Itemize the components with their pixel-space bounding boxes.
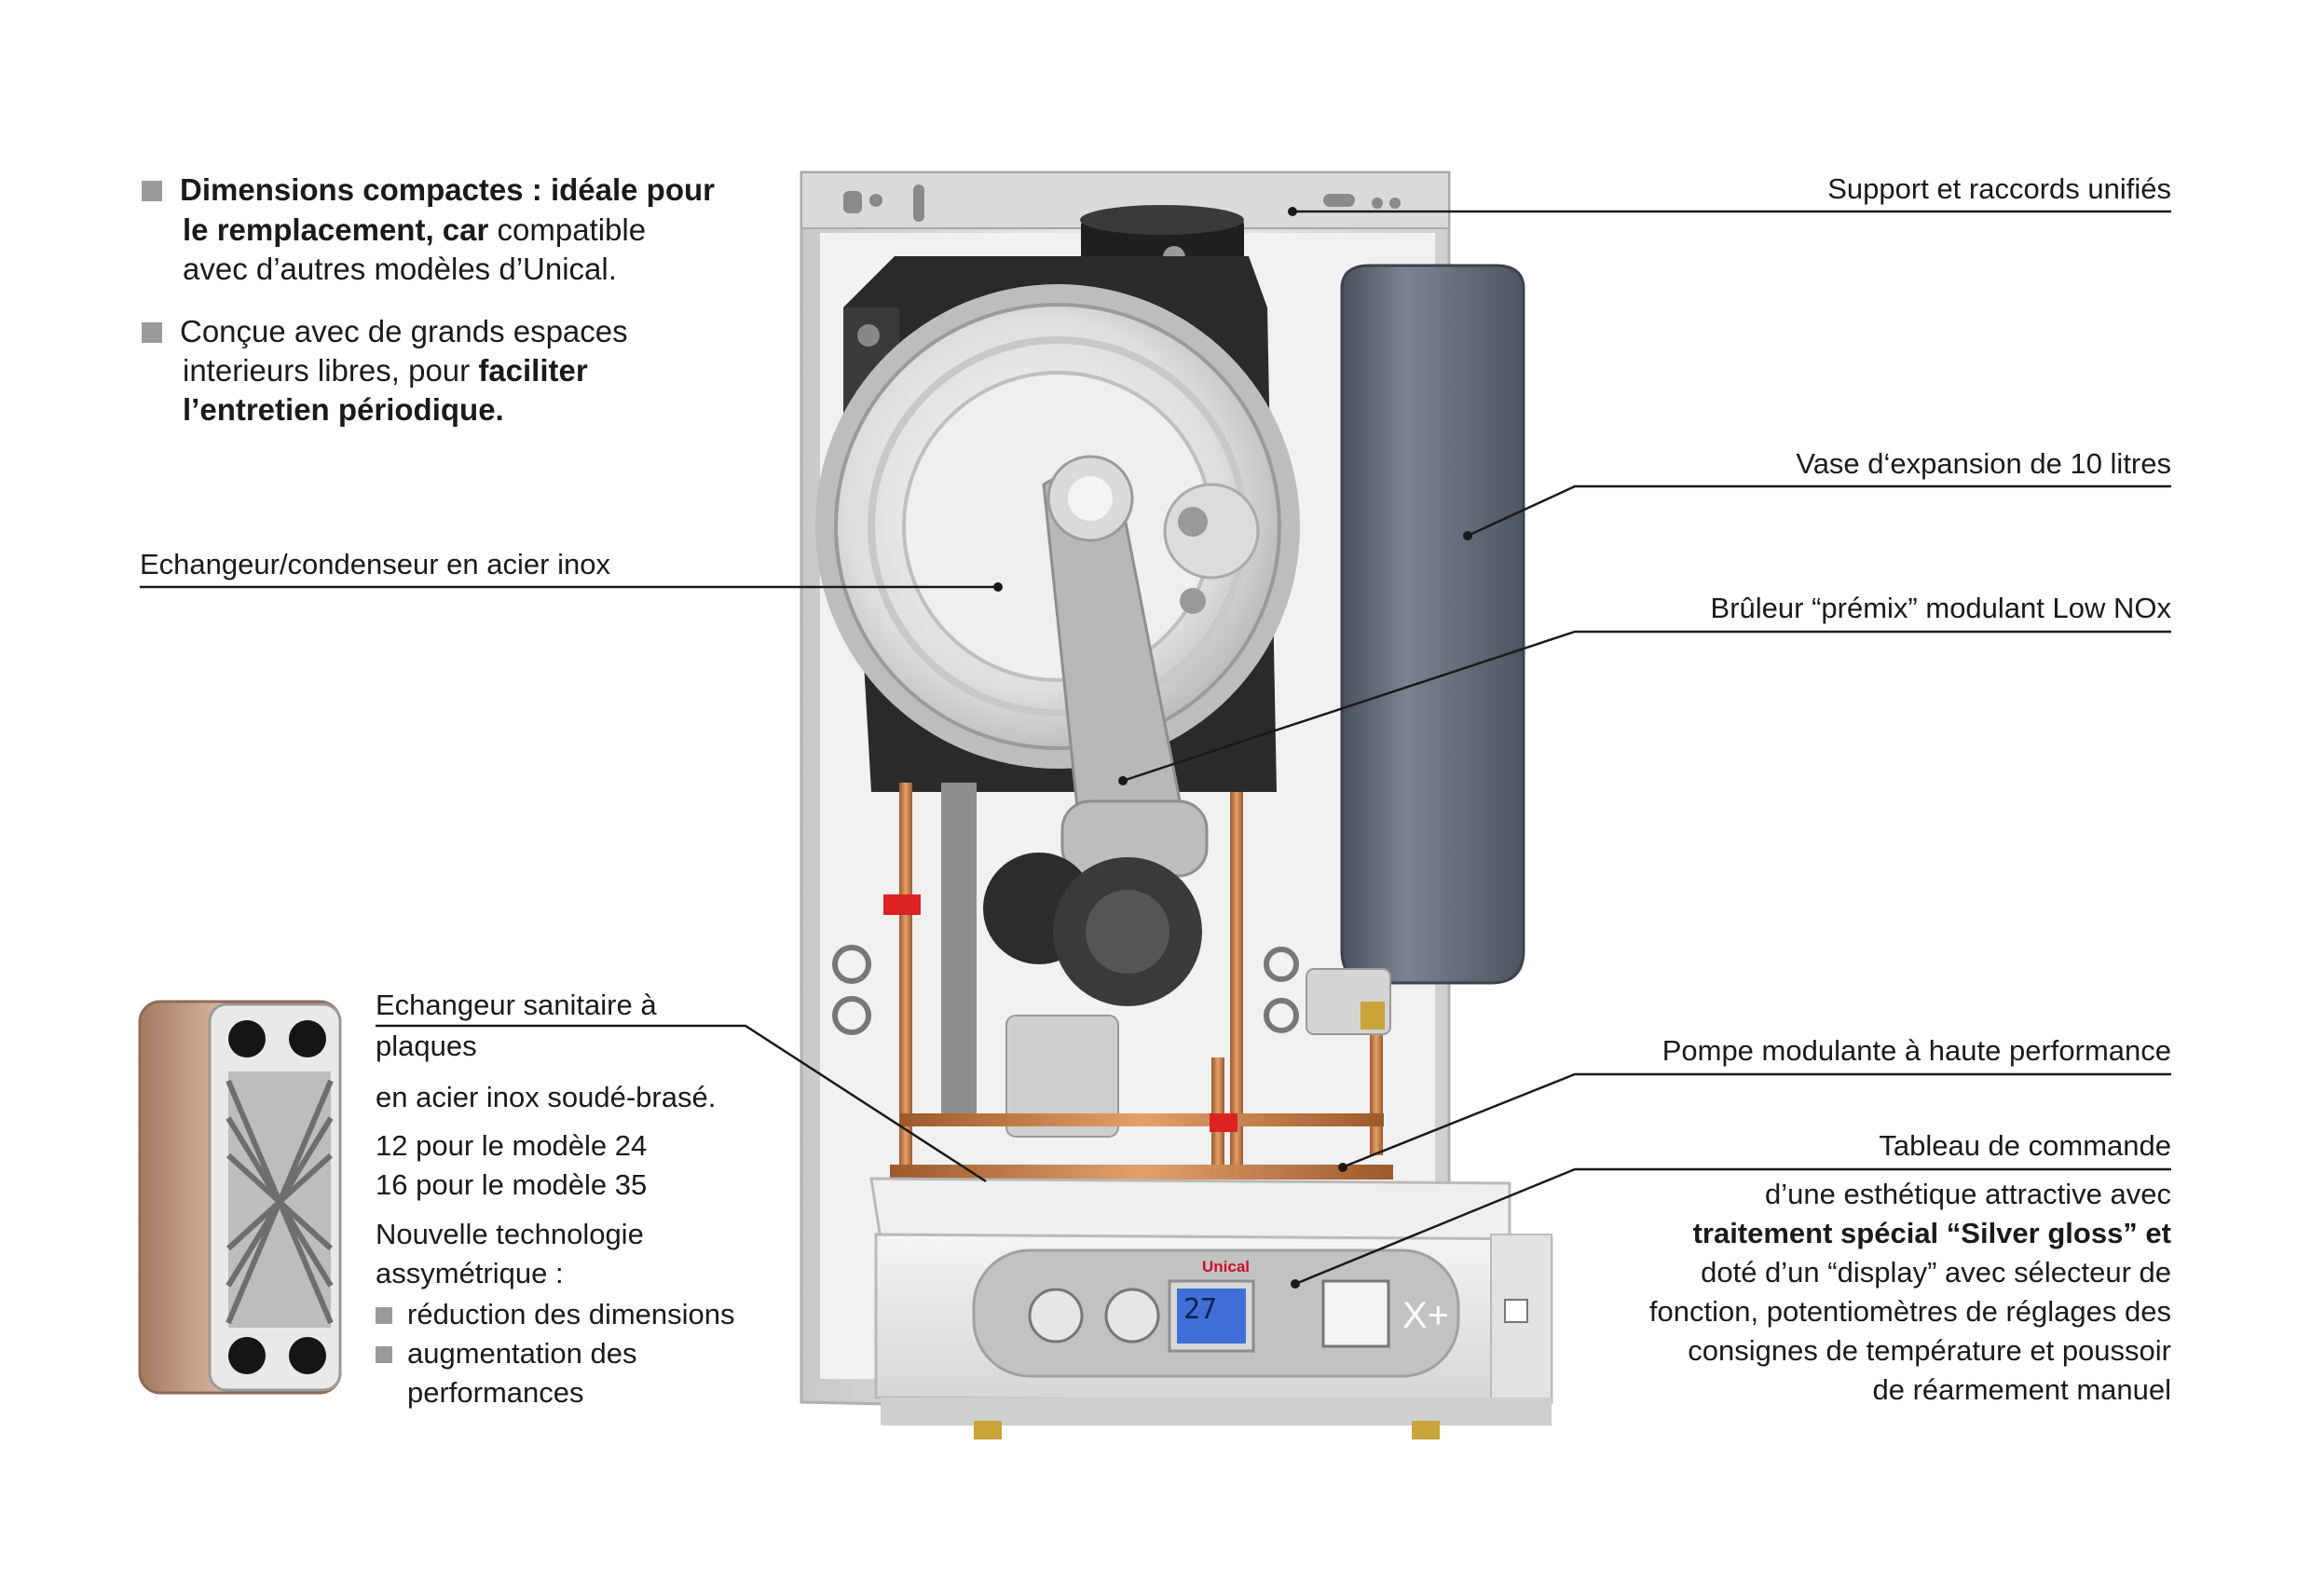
tableau-desc-line6: de réarmement manuel [1872,1373,2172,1406]
label-pompe: Pompe modulante à haute performance [1661,1034,2171,1067]
intro-bullet1-line2-bold: le remplacement, car [183,212,489,247]
tableau-desc-line5: consignes de température et poussoir [1688,1334,2171,1367]
leader-dot-echangeur [993,582,1003,592]
leader-dot-vase [1463,531,1472,540]
label-bruleur: Brûleur “prémix” modulant Low NOx [1710,592,2171,624]
sanitaire-title-line1: Echangeur sanitaire à [376,989,657,1021]
panel-display: 27 [1183,1293,1218,1326]
sanitaire-line3: 16 pour le modèle 35 [376,1168,648,1201]
sanitaire-item2-line1: augmentation des [407,1337,637,1370]
intro-bullet1-line3: avec d’autres modèles d’Unical. [183,252,617,286]
label-echangeur: Echangeur/condenseur en acier inox [140,548,610,580]
sanitaire-line5: assymétrique : [376,1257,564,1289]
intro-bullet2-line2: interieurs libres, pour faciliter [183,351,588,390]
tableau-desc-line1: d’une esthétique attractive avec [1765,1178,2171,1210]
intro-bullet1-line2: le remplacement, car compatible [183,211,646,250]
sanitaire-title-line2: plaques [376,1030,477,1062]
intro-bullet1-line2-rest: compatible [488,212,647,247]
sanitaire-line2: 12 pour le modèle 24 [376,1129,648,1162]
intro-bullet2-line2-rest: interieurs libres, pour [183,353,479,388]
intro-bullet1-line1: Dimensions compactes : idéale pour [180,172,715,207]
panel-badge: X+ [1402,1295,1450,1336]
leader-dot-support [1288,207,1297,216]
label-vase: Vase d‘expansion de 10 litres [1796,447,2171,480]
sanitaire-line4: Nouvelle technologie [376,1218,644,1250]
bullet-square [376,1346,392,1363]
label-tableau: Tableau de commande [1879,1129,2171,1162]
bullet-square [142,322,162,343]
intro-bullet2-line3: l’entretien périodique. [183,392,504,427]
tableau-desc-line3: doté d’un “display” avec sélecteur de [1701,1256,2171,1289]
tableau-desc-line4: fonction, potentiomètres de réglages des [1648,1295,2171,1328]
label-support: Support et raccords unifiés [1827,172,2171,205]
tableau-desc-line2: traitement spécial “Silver gloss” et [1692,1217,2171,1249]
sanitaire-item2-line2: performances [407,1376,584,1409]
leader-dot-tableau [1291,1279,1300,1289]
bullet-square [376,1307,392,1324]
bullet-square [142,181,162,201]
sanitaire-item1: réduction des dimensions [407,1298,735,1330]
panel-brand: Unical [1202,1258,1251,1275]
leader-dot-pompe [1338,1163,1347,1172]
sanitaire-line1: en acier inox soudé-brasé. [376,1081,717,1113]
leader-dot-bruleur [1118,776,1128,785]
intro-bullet2-line2-bold: faciliter [478,353,588,388]
intro-bullet2-line1: Conçue avec de grands espaces [180,314,628,348]
